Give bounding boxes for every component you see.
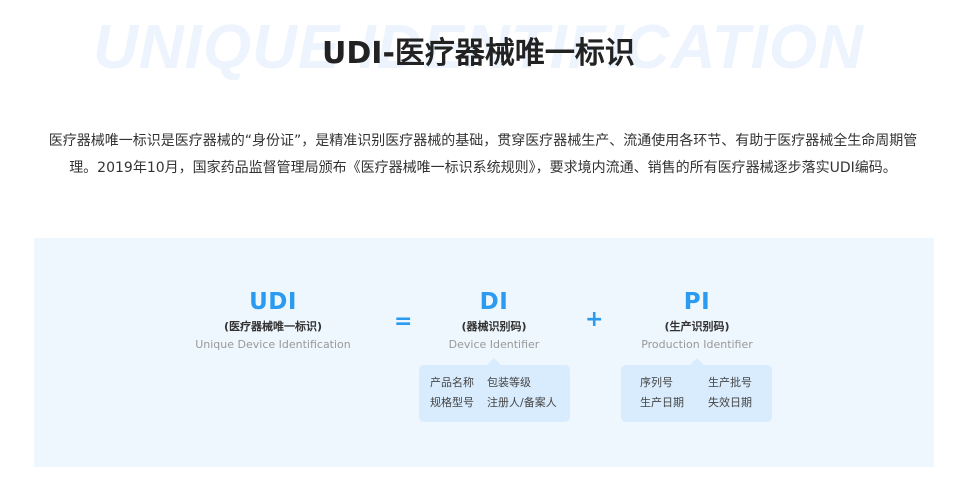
intro-paragraph: 医疗器械唯一标识是医疗器械的“身份证”，是精准识别医疗器械的基础，贯穿医疗器械生…	[48, 133, 918, 176]
plus-sign: +	[585, 307, 604, 332]
udi-chinese-name: (医疗器械唯一标识)	[223, 320, 323, 333]
pi-abbr: PI	[683, 289, 711, 315]
background-watermark-text: UNIQUE IDENTIFICATION	[93, 13, 864, 82]
udi-abbr: UDI	[249, 289, 297, 315]
pi-item: 序列号	[640, 376, 673, 389]
di-components-callout: 产品名称 包装等级 规格型号 注册人/备案人	[419, 358, 570, 422]
pi-term: PI (生产识别码) Production Identifier	[597, 288, 797, 353]
di-item: 包装等级	[487, 376, 531, 389]
pi-item: 生产批号	[708, 376, 752, 389]
pi-item: 失效日期	[708, 396, 752, 409]
di-item: 产品名称	[430, 376, 474, 389]
udi-term: UDI (医疗器械唯一标识) Unique Device Identificat…	[173, 288, 373, 353]
di-abbr: DI	[479, 289, 509, 315]
di-term: DI (器械识别码) Device Identifier	[394, 288, 594, 353]
pi-item: 生产日期	[640, 396, 684, 409]
udi-english-name: Unique Device Identification	[195, 338, 351, 351]
udi-formula-panel: UDI (医疗器械唯一标识) Unique Device Identificat…	[34, 238, 934, 467]
page-title: UDI-医疗器械唯一标识	[322, 36, 635, 71]
pi-chinese-name: (生产识别码)	[664, 320, 730, 333]
di-english-name: Device Identifier	[448, 338, 540, 351]
equals-sign: =	[394, 309, 413, 334]
pi-components-callout: 序列号 生产批号 生产日期 失效日期	[621, 358, 772, 422]
di-item: 规格型号	[430, 396, 474, 409]
pi-english-name: Production Identifier	[641, 338, 753, 351]
di-chinese-name: (器械识别码)	[461, 320, 527, 333]
di-item: 注册人/备案人	[487, 396, 557, 409]
